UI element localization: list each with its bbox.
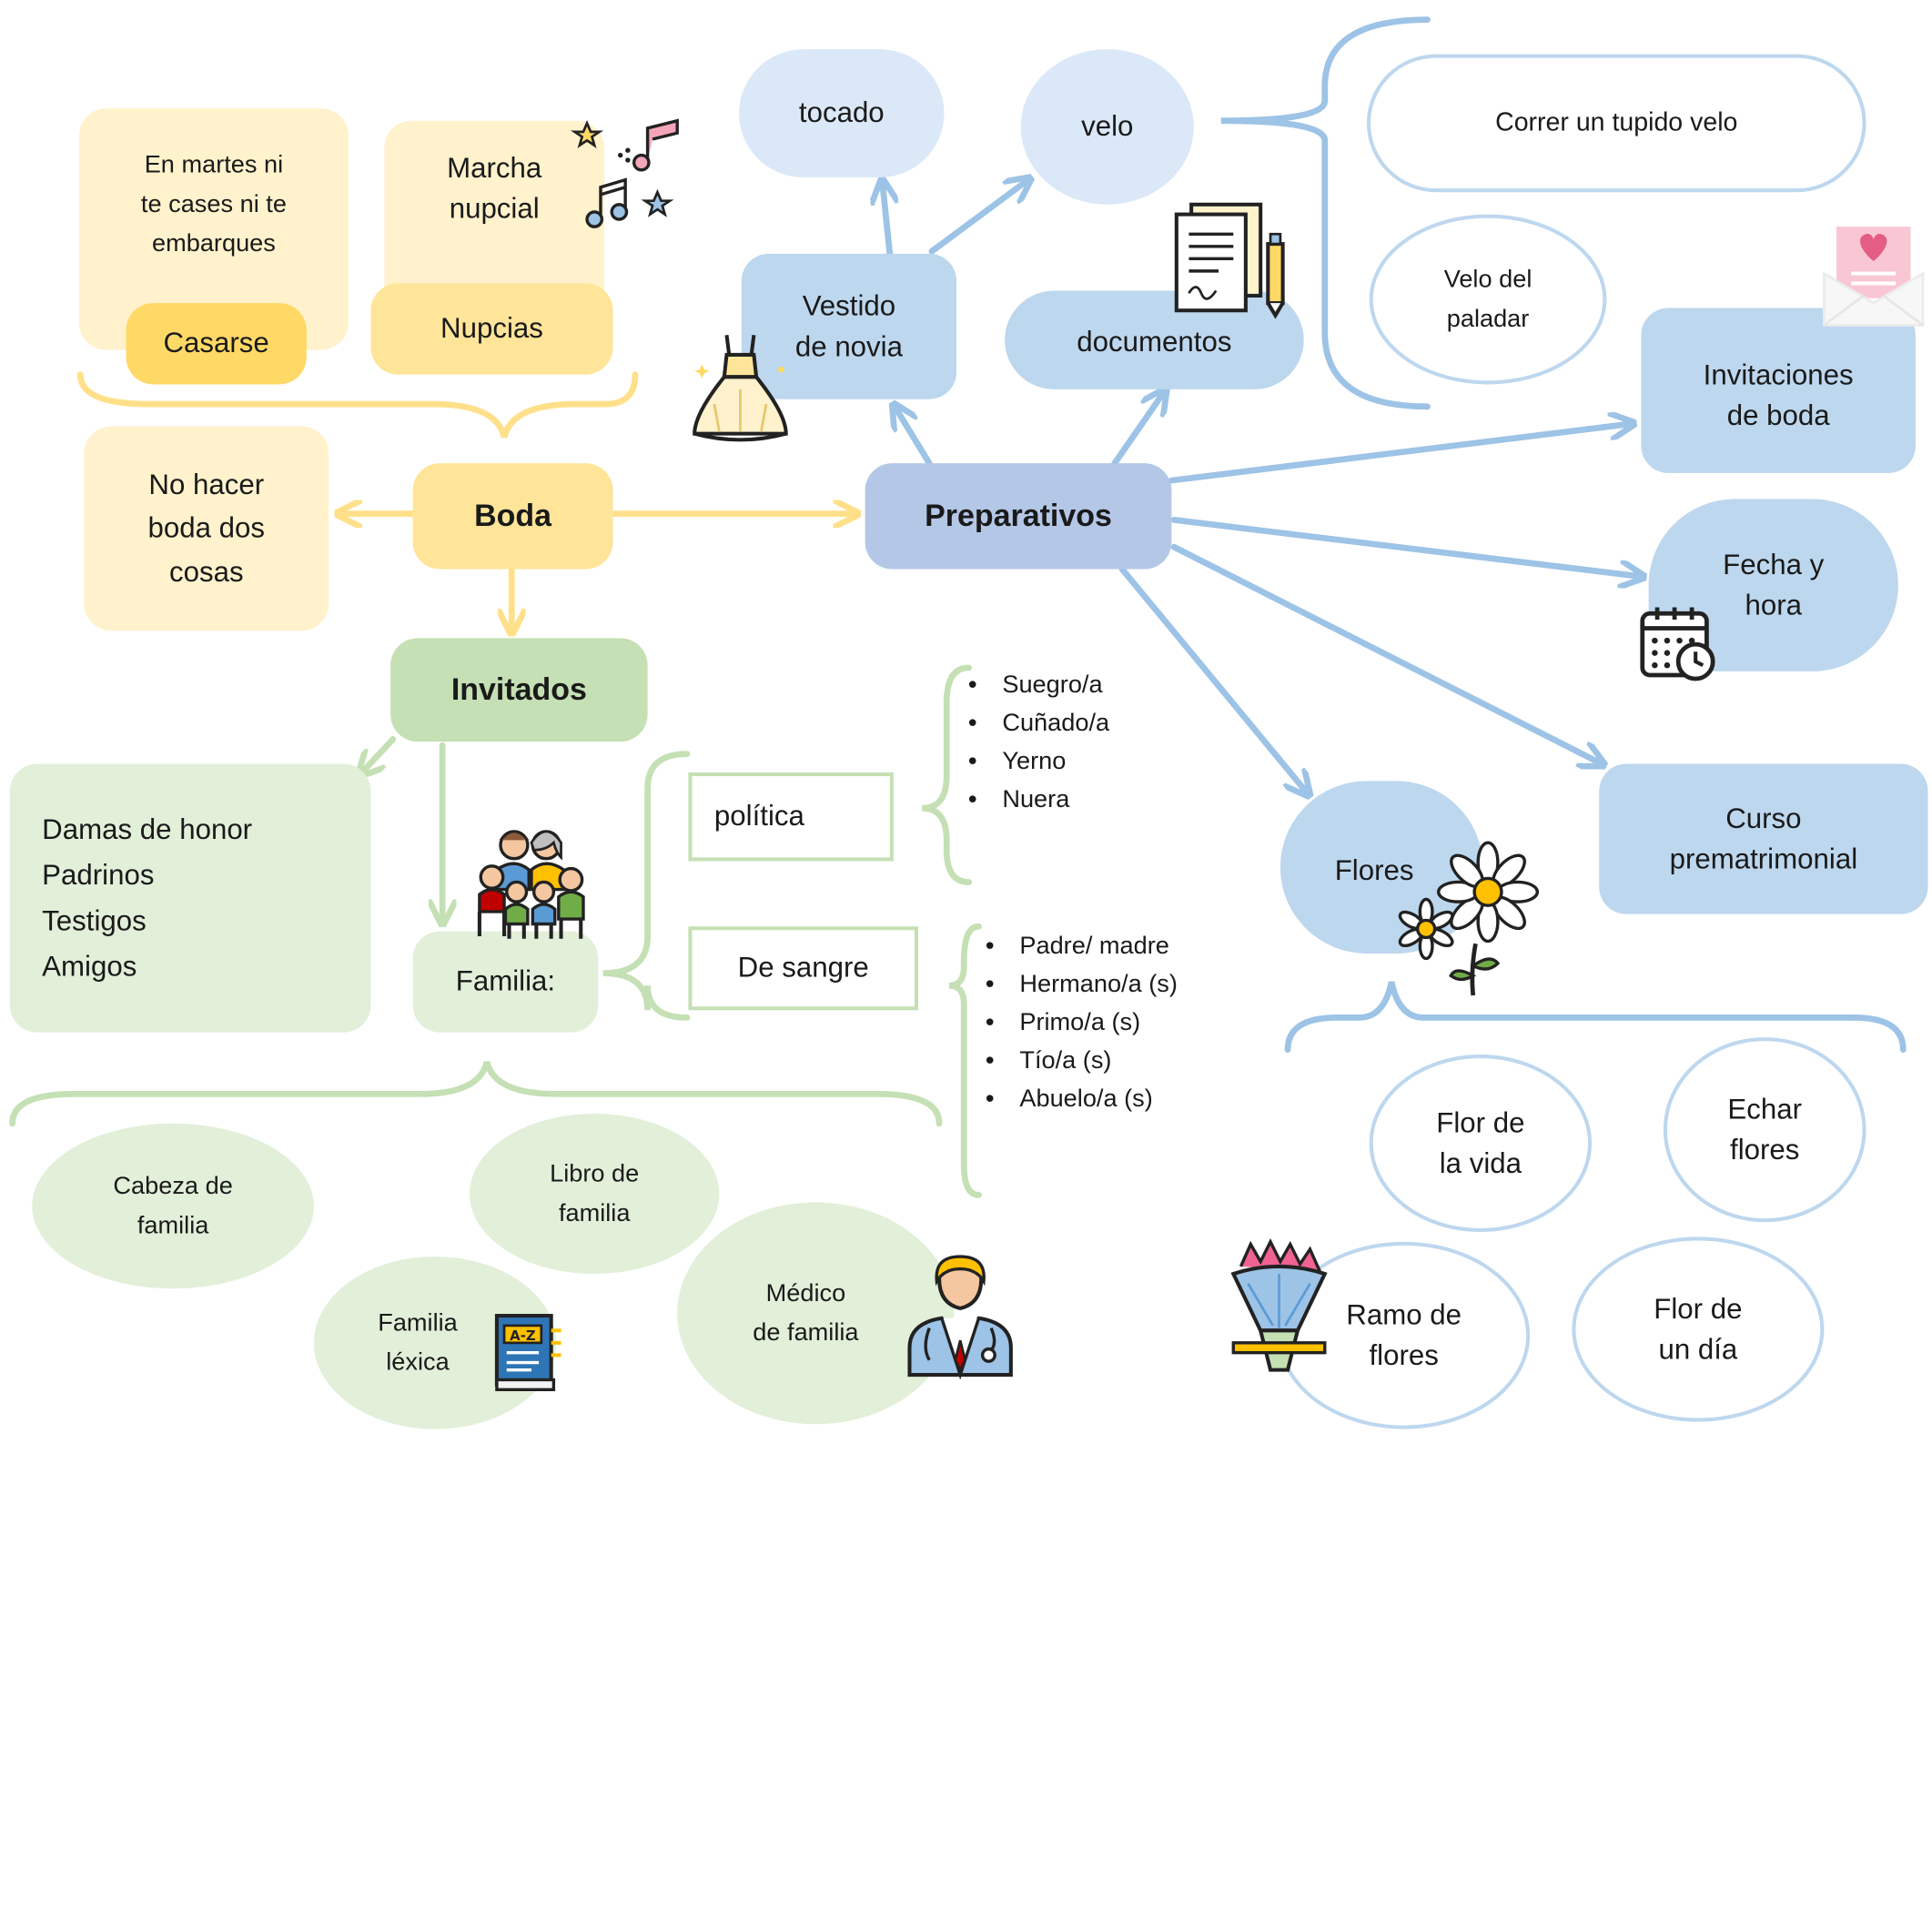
list-politica: Suegro/a Cuñado/a Yerno Nuera bbox=[967, 667, 1109, 820]
doctor-icon bbox=[907, 1255, 1013, 1380]
list-item: Yerno bbox=[967, 742, 1109, 781]
node-casarse: Casarse bbox=[126, 303, 307, 385]
connectors bbox=[9, 16, 1907, 1198]
node-boda: Boda bbox=[412, 463, 613, 570]
documents-pen-icon bbox=[1174, 202, 1285, 319]
node-documentos: documentos bbox=[1005, 290, 1304, 389]
brace-boda bbox=[76, 371, 639, 439]
arrow-invitados-damas bbox=[361, 736, 397, 773]
heart-envelope-icon bbox=[1823, 227, 1925, 327]
list-item: Cuñado/a bbox=[967, 704, 1109, 742]
brace-politica bbox=[921, 664, 973, 885]
node-nupcias: Nupcias bbox=[370, 283, 613, 375]
a-z-book-icon: A-Z bbox=[494, 1314, 561, 1392]
wedding-dress-icon bbox=[693, 335, 788, 442]
list-item: Suegro/a bbox=[967, 667, 1109, 705]
music-notes-icon bbox=[570, 118, 679, 228]
list-de-sangre: Padre/ madre Hermano/a (s) Primo/a (s) T… bbox=[985, 928, 1178, 1119]
list-item: Abuelo/a (s) bbox=[985, 1080, 1178, 1118]
arrow-prep-documentos bbox=[1111, 392, 1164, 467]
arrow-prep-vestido bbox=[895, 407, 933, 467]
brace-familia bbox=[602, 751, 691, 1021]
node-flores: Flores bbox=[1280, 781, 1483, 954]
node-correr-velo: Correr un tupido velo bbox=[1366, 54, 1866, 193]
node-velo: velo bbox=[1020, 49, 1194, 205]
arrow-vestido-tocado bbox=[883, 182, 890, 257]
list-item: Nuera bbox=[967, 781, 1109, 819]
node-preparativos: Preparativos bbox=[865, 463, 1172, 570]
node-politica: política bbox=[688, 772, 894, 862]
list-item: Tío/a (s) bbox=[985, 1042, 1178, 1080]
family-group-icon bbox=[477, 830, 585, 939]
list-item: Padre/ madre bbox=[985, 928, 1178, 966]
arrow-prep-invitaciones bbox=[1168, 424, 1631, 484]
node-de-sangre: De sangre bbox=[688, 926, 918, 1011]
calendar-clock-icon bbox=[1640, 607, 1715, 681]
list-item: Hermano/a (s) bbox=[985, 966, 1178, 1004]
node-invitados: Invitados bbox=[390, 638, 648, 742]
list-item: Primo/a (s) bbox=[985, 1004, 1178, 1043]
arrow-prep-fecha bbox=[1170, 517, 1641, 576]
svg-text:A-Z: A-Z bbox=[510, 1327, 536, 1344]
node-tocado: tocado bbox=[739, 49, 945, 177]
brace-sangre bbox=[948, 923, 982, 1198]
brace-velo bbox=[1220, 16, 1431, 410]
brace-familia-bottom bbox=[9, 1061, 943, 1127]
daisy-flower-icon bbox=[1398, 841, 1540, 996]
node-familia: Familia: bbox=[412, 931, 599, 1033]
arrow-prep-curso bbox=[1170, 543, 1602, 763]
brace-flores bbox=[1284, 981, 1907, 1053]
arrow-prep-flores bbox=[1118, 566, 1308, 793]
arrow-vestido-velo bbox=[928, 180, 1028, 255]
flower-bouquet-icon bbox=[1230, 1238, 1328, 1372]
